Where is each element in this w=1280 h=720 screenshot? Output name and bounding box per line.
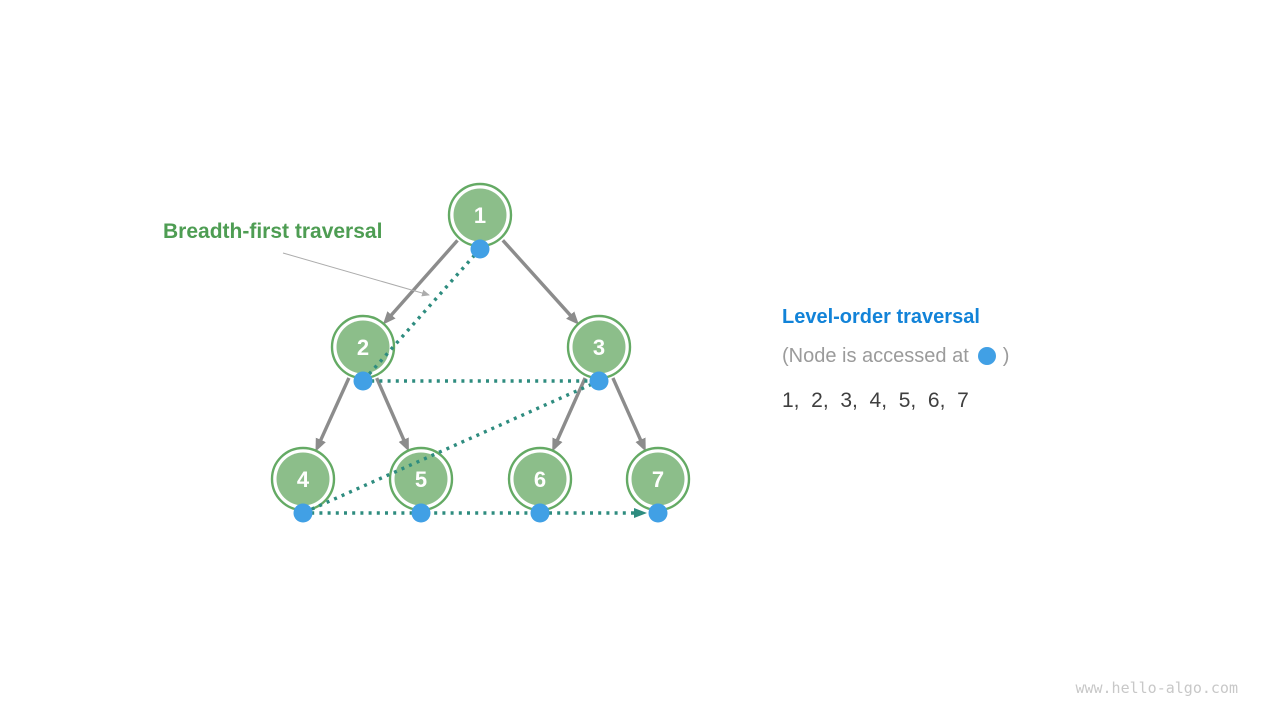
tree-nodes: 1 2 3 4 5 bbox=[270, 182, 691, 512]
watermark: www.hello-algo.com bbox=[1075, 679, 1238, 697]
tree-node-4: 4 bbox=[270, 446, 336, 512]
tree-node-3: 3 bbox=[566, 314, 632, 380]
traversal-sequence: 1, 2, 3, 4, 5, 6, 7 bbox=[782, 389, 969, 412]
note-suffix: ) bbox=[1002, 345, 1010, 367]
node-body bbox=[336, 320, 390, 374]
visit-marker-node-2 bbox=[353, 371, 373, 391]
visit-markers bbox=[293, 239, 668, 523]
visit-marker-node-1 bbox=[470, 239, 490, 259]
annotation-leader-line bbox=[282, 252, 430, 297]
node-value: 3 bbox=[593, 335, 605, 360]
traversal-path-segment-1-2 bbox=[361, 247, 482, 383]
node-value: 7 bbox=[652, 467, 664, 492]
tree-node-5: 5 bbox=[388, 446, 454, 512]
node-body bbox=[513, 452, 567, 506]
tree-node-1: 1 bbox=[447, 182, 513, 248]
node-body bbox=[572, 320, 626, 374]
node-body bbox=[276, 452, 330, 506]
node-value: 1 bbox=[474, 203, 486, 228]
node-value: 6 bbox=[534, 467, 546, 492]
node-value: 5 bbox=[415, 467, 427, 492]
tree-edges bbox=[315, 239, 646, 452]
tree-node-7: 7 bbox=[625, 446, 691, 512]
breadth-first-traversal-label: Breadth-first traversal bbox=[163, 220, 383, 243]
tree-edge-3-7 bbox=[611, 377, 646, 452]
node-access-note: (Node is accessed at) bbox=[782, 345, 1009, 368]
visit-marker-node-7 bbox=[648, 503, 668, 523]
tree-node-2: 2 bbox=[330, 314, 396, 380]
visit-marker-node-4 bbox=[293, 503, 313, 523]
note-prefix: (Node is accessed at bbox=[782, 345, 969, 367]
tree-edge-1-2 bbox=[382, 239, 459, 325]
tree-node-6: 6 bbox=[507, 446, 573, 512]
node-value: 2 bbox=[357, 335, 369, 360]
visit-marker-node-5 bbox=[411, 503, 431, 523]
visit-marker-node-3 bbox=[589, 371, 609, 391]
node-value: 4 bbox=[297, 467, 310, 492]
node-body bbox=[394, 452, 448, 506]
tree-edge-3-6 bbox=[552, 377, 587, 452]
node-body bbox=[631, 452, 685, 506]
visit-marker-node-6 bbox=[530, 503, 550, 523]
tree-edge-2-4 bbox=[315, 377, 351, 452]
level-order-traversal-title: Level-order traversal bbox=[782, 306, 980, 328]
explanation-panel: Level-order traversal (Node is accessed … bbox=[782, 306, 1009, 413]
visit-marker-legend-icon bbox=[977, 347, 996, 365]
tree-edge-2-5 bbox=[375, 377, 409, 452]
traversal-path bbox=[302, 247, 647, 518]
node-body bbox=[453, 188, 507, 242]
tree-edge-1-3 bbox=[501, 239, 579, 325]
